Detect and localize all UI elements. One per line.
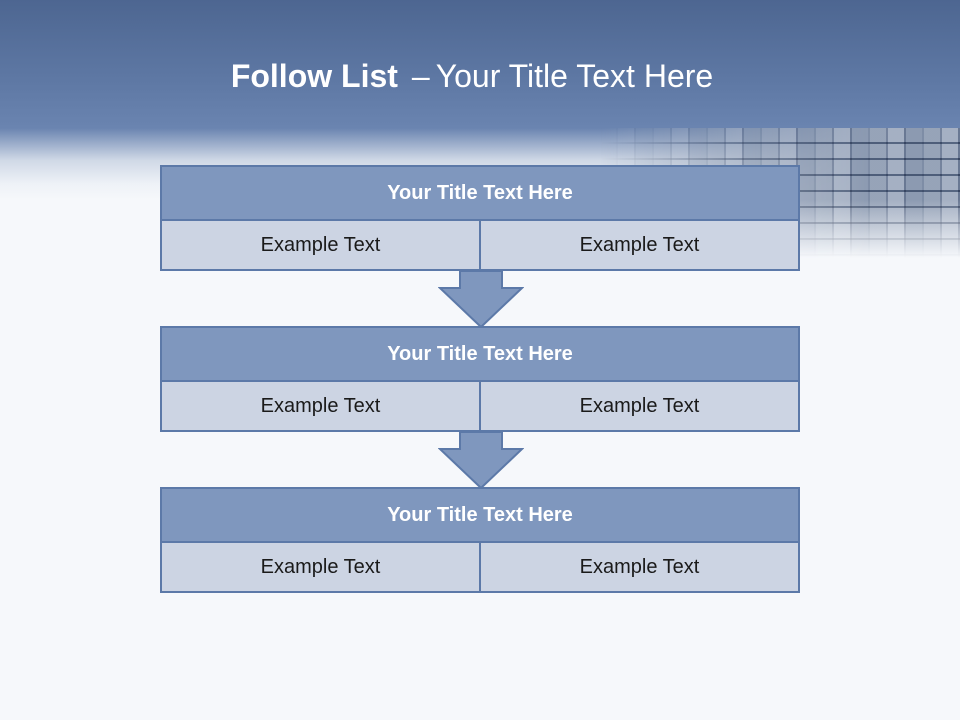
page-title-bold: Follow List	[230, 58, 398, 94]
step-block-left-cell: Example Text	[160, 221, 481, 271]
page-title: Follow List–Your Title Text Here	[0, 56, 944, 96]
step-block-title: Your Title Text Here	[160, 326, 800, 382]
step-block-title: Your Title Text Here	[160, 487, 800, 543]
step-block-row: Example Text Example Text	[160, 543, 800, 593]
step-block-2: Your Title Text Here Example Text Exampl…	[160, 326, 800, 432]
down-arrow-icon	[438, 270, 524, 328]
step-block-left-cell: Example Text	[160, 382, 481, 432]
step-block-row: Example Text Example Text	[160, 221, 800, 271]
page-title-rest: Your Title Text Here	[435, 58, 714, 94]
step-block-right-cell: Example Text	[479, 382, 800, 432]
step-block-1: Your Title Text Here Example Text Exampl…	[160, 165, 800, 271]
step-block-right-cell: Example Text	[479, 543, 800, 593]
step-block-right-cell: Example Text	[479, 221, 800, 271]
page-title-dash: –	[411, 58, 430, 94]
step-block-row: Example Text Example Text	[160, 382, 800, 432]
down-arrow-icon	[438, 431, 524, 489]
step-block-left-cell: Example Text	[160, 543, 481, 593]
step-block-title: Your Title Text Here	[160, 165, 800, 221]
step-block-3: Your Title Text Here Example Text Exampl…	[160, 487, 800, 593]
